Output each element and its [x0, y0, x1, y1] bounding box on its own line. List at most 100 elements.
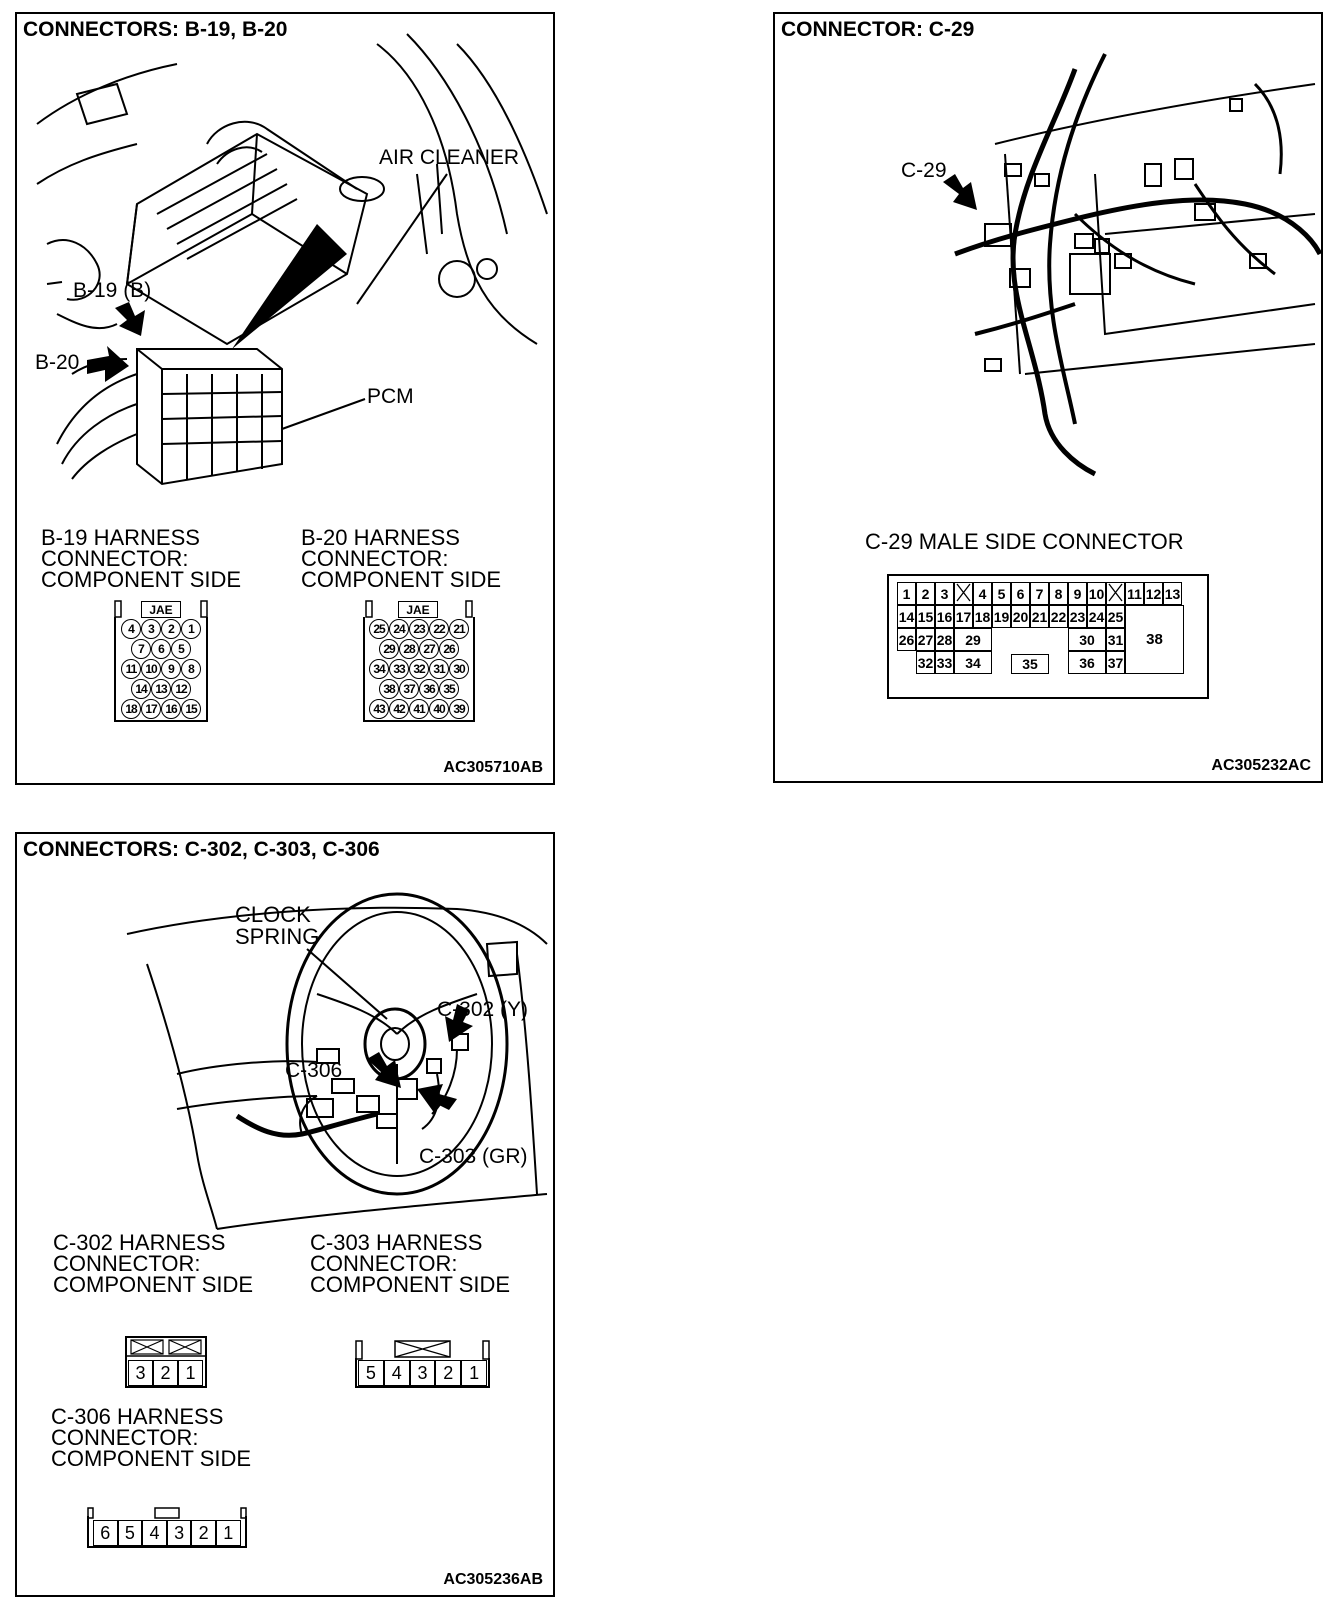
- b19-pin-9: 9: [161, 659, 181, 679]
- b19-pin-12: 12: [171, 679, 191, 699]
- c306-caption-line: COMPONENT SIDE: [51, 1446, 252, 1471]
- b20-pin-36: 36: [419, 679, 439, 699]
- callout-b19: B-19 (B): [73, 279, 152, 302]
- clock-spring-line: CLOCK: [235, 902, 311, 927]
- c29-pin-27: 27: [916, 628, 935, 651]
- c29-pin-26: 26: [897, 628, 916, 651]
- b20-caption-line: CONNECTOR:: [301, 546, 449, 571]
- c303-latch-row: [355, 1340, 490, 1388]
- c29-pin-14: 14: [897, 605, 916, 628]
- c303-pin-1: 1: [461, 1360, 487, 1386]
- b19-pin-17: 17: [141, 699, 161, 719]
- b20-pin-23: 23: [409, 619, 429, 639]
- c29-pin-35: 35: [1011, 654, 1049, 674]
- panel-c29: CONNECTOR: C-29: [773, 12, 1323, 783]
- c29-pin-37: 37: [1106, 651, 1125, 674]
- c29-pin-13: 13: [1163, 582, 1182, 605]
- c29-pin-16: 16: [935, 605, 954, 628]
- dashboard-harness-illustration: [943, 53, 1321, 477]
- panel-title: CONNECTOR: C-29: [781, 18, 975, 41]
- figure-code: AC305236AB: [443, 1571, 543, 1588]
- b19-caption-line: CONNECTOR:: [41, 546, 189, 571]
- b19-pin-2: 2: [161, 619, 181, 639]
- b20-pin-26: 26: [439, 639, 459, 659]
- c29-pin-11: 11: [1125, 582, 1144, 605]
- b20-pin-38: 38: [379, 679, 399, 699]
- b20-pin-33: 33: [389, 659, 409, 679]
- c29-pin-33: 33: [935, 651, 954, 674]
- c303-pin-3: 3: [409, 1360, 436, 1386]
- b19-connector-outline: [114, 600, 208, 722]
- c29-blank-position: [1106, 582, 1125, 605]
- b19-pin-5: 5: [171, 639, 191, 659]
- clock-spring-line: SPRING: [235, 924, 320, 949]
- c302-caption-line: CONNECTOR:: [53, 1251, 201, 1276]
- c29-pin-15: 15: [916, 605, 935, 628]
- callout-c306: C-306: [285, 1059, 343, 1082]
- b19-caption-line: B-19 HARNESS: [41, 525, 200, 550]
- b19-pin-16: 16: [161, 699, 181, 719]
- b19-caption-line: COMPONENT SIDE: [41, 567, 242, 592]
- b20-jae-tag: JAE: [398, 601, 438, 618]
- c306-pin-2: 2: [191, 1520, 216, 1546]
- blank-cross-icon: [1108, 583, 1123, 602]
- b20-pin-28: 28: [399, 639, 419, 659]
- c29-pin-5: 5: [992, 582, 1011, 605]
- b20-pin-31: 31: [429, 659, 449, 679]
- c29-pin-36: 36: [1068, 651, 1106, 674]
- c29-pin-24: 24: [1087, 605, 1106, 628]
- c29-pin-2: 2: [916, 582, 935, 605]
- c303-caption-line: C-303 HARNESS: [310, 1230, 483, 1255]
- b19-pin-4: 4: [121, 619, 141, 639]
- c29-pin-9: 9: [1068, 582, 1087, 605]
- c29-pin-10: 10: [1087, 582, 1106, 605]
- b20-pin-37: 37: [399, 679, 419, 699]
- callout-c29: C-29: [901, 159, 947, 182]
- b20-pin-42: 42: [389, 699, 409, 719]
- b19-pin-10: 10: [141, 659, 161, 679]
- c306-caption-line: CONNECTOR:: [51, 1425, 199, 1450]
- c306-caption: C-306 HARNESS CONNECTOR: COMPONENT SIDE: [51, 1406, 252, 1471]
- c303-caption-line: CONNECTOR:: [310, 1251, 458, 1276]
- c29-pin-3: 3: [935, 582, 954, 605]
- c29-pin-32: 32: [916, 651, 935, 674]
- c29-pin-17: 17: [954, 605, 973, 628]
- b20-pin-35: 35: [439, 679, 459, 699]
- callout-pcm: PCM: [367, 385, 414, 408]
- b19-pin-3: 3: [141, 619, 161, 639]
- callout-c303: C-303 (GR): [419, 1145, 528, 1168]
- b20-pin-40: 40: [429, 699, 449, 719]
- b19-pin-1: 1: [181, 619, 201, 639]
- c29-caption: C-29 MALE SIDE CONNECTOR: [865, 529, 1184, 554]
- c29-pin-29: 29: [954, 628, 992, 651]
- c306-pin-3: 3: [166, 1520, 192, 1546]
- c29-pin-23: 23: [1068, 605, 1087, 628]
- b19-pin-13: 13: [151, 679, 171, 699]
- c303-caption-line: COMPONENT SIDE: [310, 1272, 511, 1297]
- c303-pin-2: 2: [435, 1360, 462, 1386]
- c302-caption-line: COMPONENT SIDE: [53, 1272, 254, 1297]
- c306-pin-4: 4: [142, 1520, 167, 1546]
- b20-pin-29: 29: [379, 639, 399, 659]
- c302-latch-row: [125, 1336, 207, 1388]
- c29-pin-21: 21: [1030, 605, 1049, 628]
- b19-jae-tag: JAE: [141, 601, 181, 618]
- c29-pin-18: 18: [973, 605, 992, 628]
- c29-pin-6: 6: [1011, 582, 1030, 605]
- callout-air-cleaner: AIR CLEANER: [379, 146, 520, 169]
- c29-pin-8: 8: [1049, 582, 1068, 605]
- b20-pin-25: 25: [369, 619, 389, 639]
- c302-pin-1: 1: [178, 1360, 203, 1386]
- panel-c302-c303-c306: CONNECTORS: C-302, C-303, C-306: [15, 832, 555, 1597]
- b20-caption-line: COMPONENT SIDE: [301, 567, 502, 592]
- c302-pin-2: 2: [153, 1360, 178, 1386]
- c302-pin-3: 3: [128, 1360, 153, 1386]
- panel-title: CONNECTORS: B-19, B-20: [23, 18, 288, 41]
- c29-pin-22: 22: [1049, 605, 1068, 628]
- c29-pin-1: 1: [897, 582, 916, 605]
- b20-pin-24: 24: [389, 619, 409, 639]
- callout-clock-spring: CLOCK SPRING: [235, 904, 319, 948]
